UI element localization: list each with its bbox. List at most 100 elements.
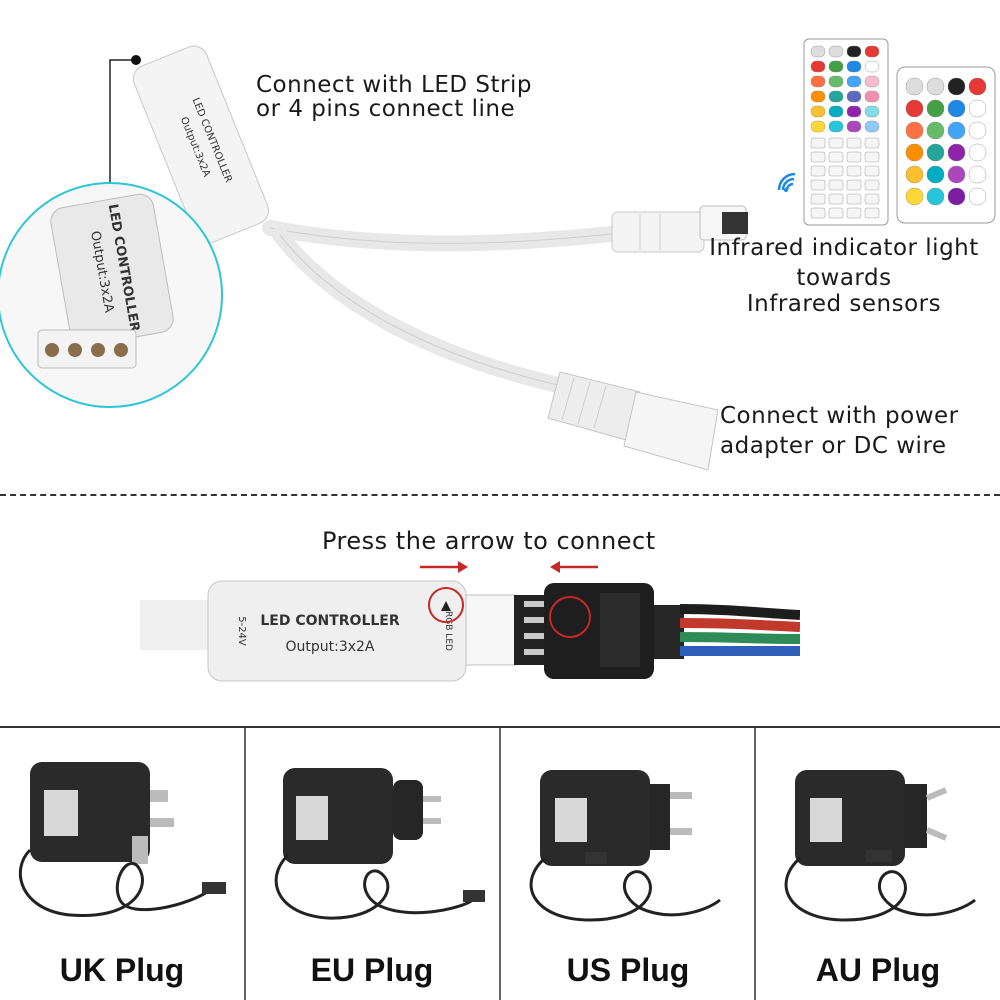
remote-key [810,120,826,133]
remote-key [864,45,880,58]
remote-key [926,165,945,184]
remote-key [828,90,844,103]
remote-key [846,75,862,88]
remote-key [968,165,987,184]
remote-key [905,99,924,118]
remote-key [905,187,924,206]
remote-key [926,143,945,162]
remote-key [810,193,826,205]
remote-key [905,77,924,96]
remote-key [864,105,880,118]
arrow-caption: Press the arrow to connect [322,527,656,555]
strip-caption: Connect with LED Strip or 4 pins connect… [256,71,532,123]
remote-key [968,99,987,118]
remote-key [947,121,966,140]
remote-key [926,187,945,206]
strip-caption-line1: Connect with LED Strip [256,72,532,98]
remote-key [828,120,844,133]
remote-44-key [803,38,889,226]
remote-key [846,45,862,58]
arrow-highlight-circle [428,587,464,623]
remote-key [905,165,924,184]
remote-key [864,60,880,73]
remote-key [828,165,844,177]
remote-key [864,165,880,177]
remote-key [846,137,862,149]
plug-label-uk: UK Plug [59,952,185,988]
controller-body-top: LED CONTROLLER Output:3x2A [132,45,269,244]
remote-key [864,207,880,219]
remote-key [864,75,880,88]
remote-key [846,193,862,205]
remote-key [846,120,862,133]
remote-key [968,121,987,140]
remote-key [810,207,826,219]
remote-key [828,105,844,118]
remote-key [926,99,945,118]
wifi-signal-icon [777,172,796,192]
remote-key [968,143,987,162]
arrow-left-icon [550,561,598,573]
remote-key [905,143,924,162]
remote-24-key [896,66,996,224]
remote-key [810,179,826,191]
us-adapter-image [529,770,721,922]
power-caption-line2: adapter or DC wire [720,433,947,459]
au-adapter-image [784,770,976,922]
ir-caption-line2: towards [796,265,892,291]
remote-key [828,137,844,149]
strip-caption-line2: or 4 pins connect line [256,96,516,122]
leader-line [109,59,136,185]
controller-with-wires-image: LED CONTROLLER Output:3x2A LED CONTROLLE… [0,45,796,471]
remote-key [926,77,945,96]
remote-key [968,187,987,206]
remote-key [810,137,826,149]
remote-key [905,121,924,140]
ir-caption-line3: Infrared sensors [746,291,942,317]
arrow-right-icon [420,561,468,573]
remote-key [846,105,862,118]
remote-key [864,151,880,163]
remote-key [968,77,987,96]
remote-key [846,90,862,103]
power-caption-line1: Connect with power [720,403,959,429]
ir-caption: Infrared indicator light towards Infrare… [694,234,994,318]
connection-diagram: 5-24V LED CONTROLLER Output:3x2A RGB LED [140,561,800,682]
remote-key [810,75,826,88]
dc-jack [547,371,719,471]
remote-key [947,187,966,206]
remote-key [947,77,966,96]
section-divider [0,494,1000,496]
remote-key [810,90,826,103]
remote-key [828,75,844,88]
remote-key [810,45,826,58]
remote-key [846,151,862,163]
ir-receiver-head [611,205,748,253]
remote-key [864,90,880,103]
remote-key [864,137,880,149]
svg-text:Output:3x2A: Output:3x2A [285,639,374,655]
remote-key [947,165,966,184]
remote-key [828,207,844,219]
ir-caption-line1: Infrared indicator light [709,235,979,261]
remote-key [864,193,880,205]
remote-key [810,151,826,163]
eu-adapter-image [274,768,485,920]
remote-key [828,151,844,163]
remote-key [828,60,844,73]
svg-text:5-24V: 5-24V [236,616,247,646]
remote-key [947,99,966,118]
remote-key [846,179,862,191]
remote-key [864,179,880,191]
ir-receiver-wire [262,220,638,252]
remote-key [810,165,826,177]
remote-key [846,207,862,219]
remote-key [810,60,826,73]
zoom-pins [37,329,137,369]
remote-key [828,179,844,191]
uk-adapter-image [19,762,226,918]
remote-key [828,45,844,58]
power-caption: Connect with power adapter or DC wire [720,402,959,460]
plug-label-us: US Plug [566,952,690,988]
remote-key [828,193,844,205]
